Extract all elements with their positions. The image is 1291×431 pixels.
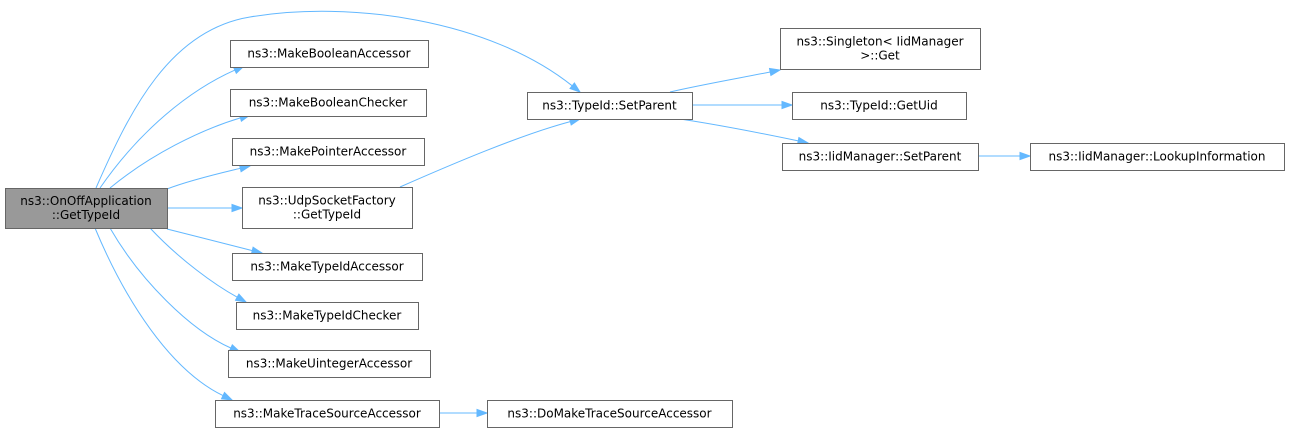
edge-root-to-makeTraceAcc [94, 227, 234, 401]
node-label-line: ns3::IidManager::LookupInformation [1049, 150, 1266, 164]
node-box [487, 400, 733, 428]
node-makeBoolChk[interactable]: ns3::MakeBooleanChecker [230, 89, 427, 117]
node-label-line: ::GetTypeId [293, 208, 361, 222]
edge-arrowhead [1019, 151, 1032, 161]
node-label-line: ns3::TypeId::SetParent [542, 99, 677, 113]
node-box [230, 40, 429, 68]
node-box [242, 187, 413, 229]
edge-line [399, 121, 571, 188]
node-label-line: ns3::OnOffApplication [20, 194, 151, 208]
node-box [215, 400, 440, 428]
node-box [782, 143, 979, 171]
node-box [228, 350, 431, 378]
edge-arrowhead [250, 246, 264, 255]
node-label-line: ::GetTypeId [52, 208, 120, 222]
edge-arrowhead [476, 408, 489, 418]
node-box [780, 28, 981, 70]
edge-line [99, 69, 236, 189]
edge-arrowhead [220, 391, 234, 401]
edge-udpGetTypeId-to-tidSetParent [399, 117, 582, 188]
edge-root-to-makeBoolAcc [99, 65, 246, 189]
node-label-line: ns3::IidManager::SetParent [799, 150, 962, 164]
node-singletonGet[interactable]: ns3::Singleton< IidManager >::Get [780, 28, 981, 70]
edge-root-to-udpGetTypeId [167, 203, 244, 213]
node-box [232, 138, 425, 166]
edge-root-to-makeUintAcc [109, 227, 242, 353]
edge-root-to-tidSetParent [95, 10, 582, 189]
node-box [236, 302, 419, 330]
edge-makeTraceAcc-to-doMakeTraceAcc [439, 408, 489, 418]
node-iidLookup[interactable]: ns3::IidManager::LookupInformation [1030, 143, 1285, 171]
node-label-line: ns3::MakeTraceSourceAccessor [233, 407, 421, 421]
edge-arrowhead [234, 293, 248, 303]
edge-arrowhead [231, 203, 244, 213]
node-makeTraceAcc[interactable]: ns3::MakeTraceSourceAccessor [215, 400, 440, 428]
node-label-line: >::Get [860, 49, 900, 63]
node-label-line: ns3::MakeTypeIdChecker [253, 309, 402, 323]
edge-line [109, 227, 232, 349]
edge-iidSetParent-to-iidLookup [978, 151, 1032, 161]
node-iidSetParent[interactable]: ns3::IidManager::SetParent [782, 143, 979, 171]
node-box [230, 89, 427, 117]
node-label-line: ns3::MakeUintegerAccessor [246, 357, 412, 371]
node-tidGetUid[interactable]: ns3::TypeId::GetUid [792, 92, 967, 120]
edge-line [149, 227, 238, 298]
edge-line [109, 117, 241, 189]
node-box [1030, 143, 1285, 171]
node-box [5, 188, 168, 229]
node-box [527, 92, 693, 120]
node-box [232, 253, 423, 281]
edge-arrowhead [768, 67, 782, 77]
edge-tidSetParent-to-iidSetParent [679, 118, 810, 145]
node-label-line: ns3::MakeTypeIdAccessor [250, 260, 403, 274]
node-doMakeTraceAcc[interactable]: ns3::DoMakeTraceSourceAccessor [487, 400, 733, 428]
node-tidSetParent[interactable]: ns3::TypeId::SetParent [527, 92, 693, 120]
node-root[interactable]: ns3::OnOffApplication::GetTypeId [5, 188, 168, 229]
edge-root-to-makeTidChk [149, 227, 248, 303]
edge-root-to-makePtrAcc [166, 164, 252, 190]
edge-arrowhead [569, 82, 582, 93]
node-label-line: ns3::MakeBooleanChecker [249, 96, 408, 110]
edge-tidSetParent-to-tidGetUid [692, 100, 794, 110]
node-box [792, 92, 967, 120]
node-label-line: ns3::Singleton< IidManager [796, 35, 963, 49]
node-label-line: ns3::UdpSocketFactory [258, 194, 396, 208]
edge-arrowhead [781, 100, 794, 110]
node-label-line: ns3::MakePointerAccessor [250, 145, 407, 159]
node-label-line: ns3::MakeBooleanAccessor [247, 47, 410, 61]
node-makeBoolAcc[interactable]: ns3::MakeBooleanAccessor [230, 40, 429, 68]
edge-root-to-makeTidAcc [166, 228, 264, 255]
edge-line [669, 71, 771, 93]
node-makeTidChk[interactable]: ns3::MakeTypeIdChecker [236, 302, 419, 330]
edge-line [166, 228, 253, 252]
edge-root-to-makeBoolChk [109, 113, 252, 189]
edge-line [679, 118, 799, 142]
node-label-line: ns3::DoMakeTraceSourceAccessor [507, 407, 711, 421]
edge-tidSetParent-to-singletonGet [669, 67, 782, 93]
node-makePtrAcc[interactable]: ns3::MakePointerAccessor [232, 138, 425, 166]
edge-line [94, 227, 224, 397]
edge-line [95, 10, 573, 189]
node-label-line: ns3::TypeId::GetUid [820, 99, 938, 113]
node-makeUintAcc[interactable]: ns3::MakeUintegerAccessor [228, 350, 431, 378]
edge-line [166, 167, 241, 190]
node-makeTidAcc[interactable]: ns3::MakeTypeIdAccessor [232, 253, 423, 281]
node-udpGetTypeId[interactable]: ns3::UdpSocketFactory::GetTypeId [242, 187, 413, 229]
nodes-layer: ns3::OnOffApplication::GetTypeIdns3::Mak… [5, 28, 1285, 428]
